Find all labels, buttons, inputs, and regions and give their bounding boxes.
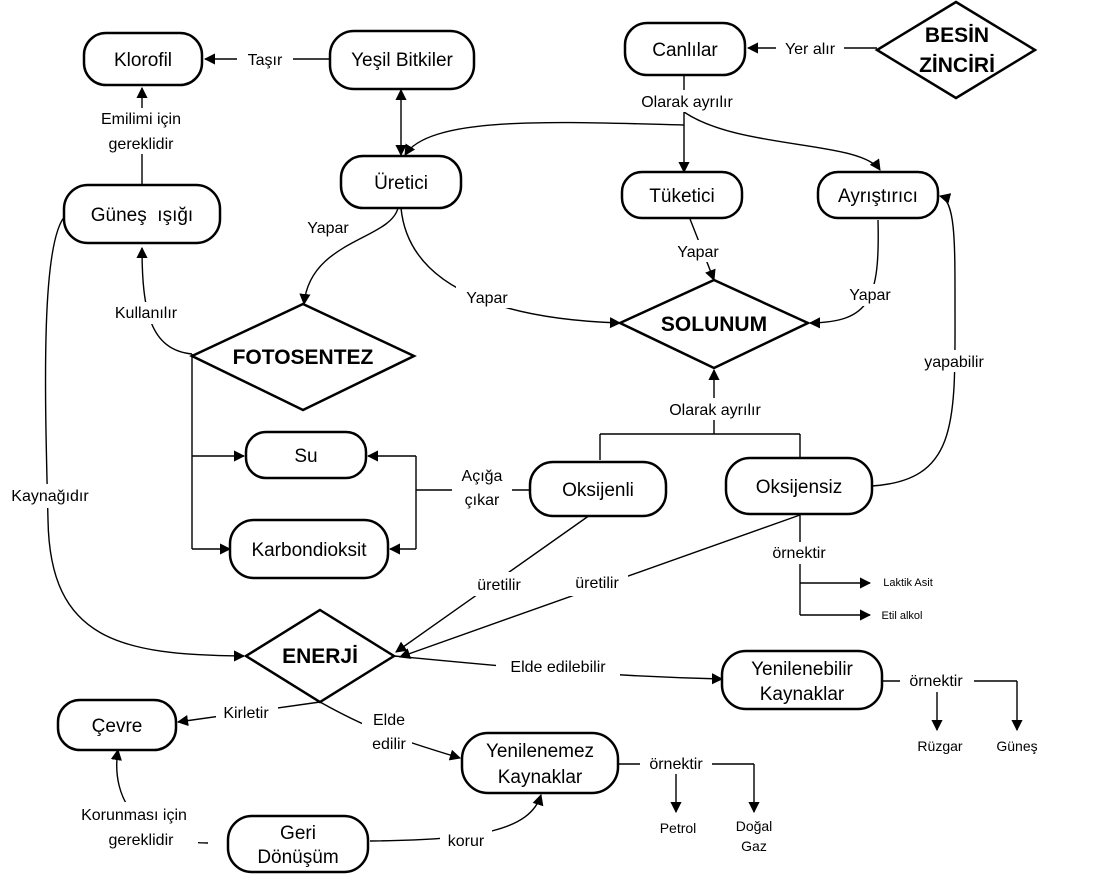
label-oksijensiz: Oksijensiz bbox=[756, 477, 843, 498]
node-besin-zinciri bbox=[874, 0, 1038, 100]
label-klorofil: Klorofil bbox=[114, 50, 172, 71]
label-su: Su bbox=[294, 446, 317, 467]
label-solunum: SOLUNUM bbox=[661, 313, 767, 336]
node-fotosentez bbox=[189, 302, 417, 412]
node-klorofil bbox=[82, 31, 204, 87]
label-ayristirici: Ayrıştırıcı bbox=[838, 186, 918, 207]
elabel-korur: korur bbox=[448, 833, 485, 850]
label-besin-2: ZİNCİRİ bbox=[919, 54, 995, 77]
label-yesil-bitkiler: Yeşil Bitkiler bbox=[351, 50, 453, 71]
edge-labels: Taşır Yer alır Olarak ayrılır Emilimi iç… bbox=[2, 38, 1038, 854]
label-yenilenebilir-1: Yenilenebilir bbox=[751, 659, 853, 680]
elabel-dogal-1: Doğal bbox=[736, 818, 773, 834]
label-besin-1: BESİN bbox=[925, 24, 989, 47]
label-gunes-isigi: Güneş ışığı bbox=[91, 205, 193, 226]
nodes bbox=[56, 0, 1038, 874]
edge-canlilar-uretici bbox=[404, 121, 685, 156]
elabel-dogal-2: Gaz bbox=[741, 838, 767, 854]
edge-gunes-enerji bbox=[44, 214, 246, 662]
elabel-korunmasi-1: Korunması için bbox=[81, 807, 187, 824]
elabel-uretilir-1: üretilir bbox=[477, 577, 521, 594]
elabel-aciga-2: çıkar bbox=[465, 492, 500, 509]
elabel-kullanilir: Kullanılır bbox=[115, 305, 178, 322]
label-fotosentez: FOTOSENTEZ bbox=[233, 346, 374, 369]
label-uretici: Üretici bbox=[374, 173, 428, 194]
elabel-ornektir-yenilenemez: örnektir bbox=[649, 756, 703, 773]
edge-geri-yenilenemez bbox=[369, 793, 544, 842]
node-oksijensiz bbox=[724, 456, 874, 516]
node-tuketici bbox=[620, 170, 744, 220]
node-enerji bbox=[243, 608, 397, 704]
label-enerji: ENERJİ bbox=[282, 645, 358, 668]
label-tuketici: Tüketici bbox=[649, 186, 714, 207]
elabel-petrol: Petrol bbox=[660, 820, 697, 836]
edge-uretici-fotosentez bbox=[299, 207, 399, 306]
label-geri-2: Dönüşüm bbox=[257, 847, 338, 868]
node-gunes-isigi bbox=[62, 183, 222, 245]
label-yenilenemez-1: Yenilenemez bbox=[486, 741, 594, 762]
node-yenilenemez bbox=[460, 731, 620, 795]
elabel-uretilir-2: üretilir bbox=[575, 575, 619, 592]
edge-canlilar-ayristirici bbox=[683, 111, 881, 171]
node-labels: Klorofil Yeşil Bitkiler Canlılar BESİN Z… bbox=[91, 24, 995, 868]
elabel-yapabilir: yapabilir bbox=[924, 354, 984, 371]
elabel-etil-alkol: Etil alkol bbox=[882, 610, 923, 622]
label-karbondioksit: Karbondioksit bbox=[251, 540, 367, 561]
elabel-emilimi-1: Emilimi için bbox=[101, 111, 181, 128]
elabel-kaynagidir: Kaynağıdır bbox=[11, 488, 89, 505]
edge-fotosentez-gunes bbox=[136, 246, 193, 355]
elabel-yapar-foto: Yapar bbox=[307, 220, 349, 237]
elabel-gunes: Güneş bbox=[996, 738, 1037, 754]
node-geri-donusum bbox=[226, 814, 370, 874]
elabel-olarak-ayrilir-sol: Olarak ayrılır bbox=[669, 402, 761, 419]
elabel-ornektir-yenilenebilir: örnektir bbox=[909, 673, 963, 690]
node-karbondioksit bbox=[228, 518, 390, 580]
elabel-aciga-1: Açığa bbox=[462, 468, 503, 485]
node-su bbox=[244, 430, 368, 480]
elabel-olarak-ayrilir-top: Olarak ayrılır bbox=[641, 94, 733, 111]
label-cevre: Çevre bbox=[92, 716, 143, 737]
elabel-yapar-ayristirici: Yapar bbox=[849, 287, 891, 304]
node-yenilenebilir bbox=[720, 649, 884, 711]
label-yenilenemez-2: Kaynaklar bbox=[498, 767, 583, 788]
elabel-yer-alir: Yer alır bbox=[785, 41, 836, 58]
label-geri-1: Geri bbox=[280, 823, 316, 844]
elabel-ornektir-oksijensiz: örnektir bbox=[772, 545, 826, 562]
elabel-elde-2: edilir bbox=[372, 736, 406, 753]
edge-ayristirici-solunum bbox=[808, 219, 879, 329]
node-solunum bbox=[617, 278, 811, 370]
elabel-korunmasi-2: gereklidir bbox=[109, 832, 175, 849]
elabel-laktik-asit: Laktik Asit bbox=[883, 577, 933, 589]
elabel-elde-1: Elde bbox=[373, 712, 405, 729]
node-oksijenli bbox=[528, 460, 668, 518]
elabel-yapar-sol: Yapar bbox=[466, 290, 508, 307]
node-canlilar bbox=[623, 21, 747, 77]
node-uretici bbox=[339, 154, 463, 210]
label-yenilenebilir-2: Kaynaklar bbox=[760, 684, 845, 705]
elabel-yapar-tuketici: Yapar bbox=[677, 244, 719, 261]
edges bbox=[44, 42, 1023, 844]
elabel-ruzgar: Rüzgar bbox=[917, 738, 962, 754]
node-yesil-bitkiler bbox=[328, 29, 476, 91]
elabel-kirletir: Kirletir bbox=[223, 705, 269, 722]
elabel-tasir: Taşır bbox=[248, 52, 283, 69]
node-ayristirici bbox=[816, 170, 940, 220]
edge-oksijensiz-ayristirici bbox=[871, 193, 956, 487]
elabel-elde-edilebilir: Elde edilebilir bbox=[510, 659, 606, 676]
label-canlilar: Canlılar bbox=[652, 40, 718, 61]
label-oksijenli: Oksijenli bbox=[562, 480, 634, 501]
elabel-emilimi-2: gereklidir bbox=[109, 136, 175, 153]
node-cevre bbox=[56, 698, 178, 752]
